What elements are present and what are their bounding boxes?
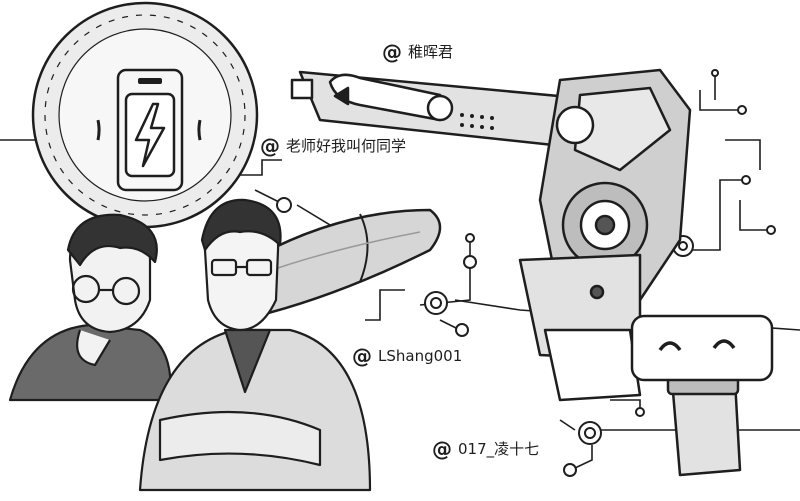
username-label: 稚晖君 (408, 43, 454, 61)
username-tag-017-lingshiqi: @ 017_凌十七 (432, 438, 539, 459)
battery-lightning-icon (124, 92, 176, 178)
at-symbol: @ (382, 39, 402, 64)
username-tag-he-tongxue: @ 老师好我叫何同学 (260, 135, 406, 156)
robot-arm-icon (290, 68, 692, 402)
username-label: 老师好我叫何同学 (286, 137, 407, 155)
circuit-trace-icon (0, 75, 800, 469)
username-tag-lshang001: @ LShang001 (352, 346, 462, 366)
at-symbol: @ (260, 133, 280, 158)
mini-robot-icon (630, 314, 774, 477)
username-label: LShang001 (378, 347, 463, 365)
at-symbol: @ (432, 436, 452, 461)
username-label: 017_凌十七 (458, 440, 540, 458)
person-right-illustration (138, 198, 372, 492)
at-symbol: @ (352, 344, 372, 368)
vent-holes (460, 113, 494, 130)
wireless-charger-icon (31, 1, 259, 229)
username-tag-zhihuijun: @ 稚晖君 (382, 41, 453, 62)
person-left-illustration (8, 213, 172, 402)
